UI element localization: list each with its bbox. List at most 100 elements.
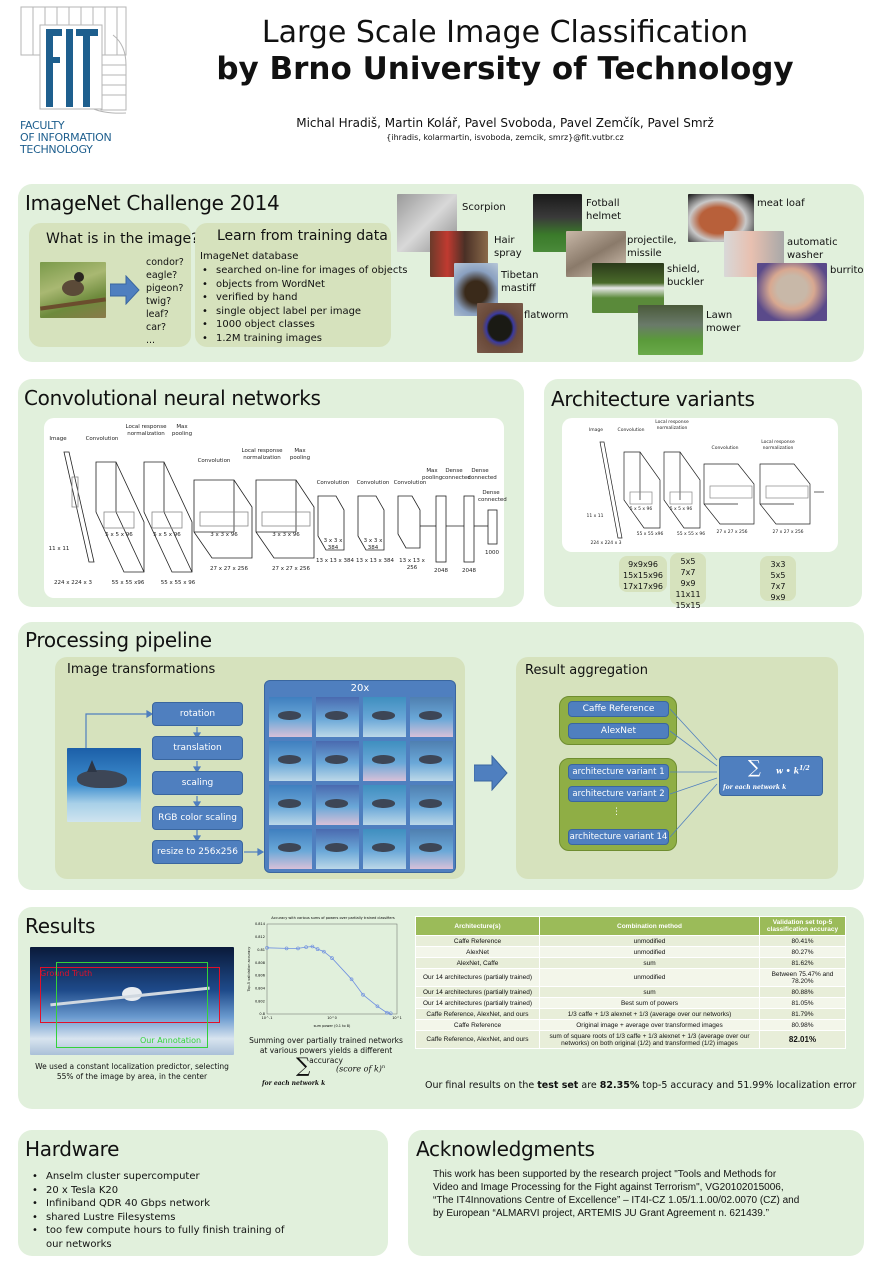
table-row: Our 14 architectures (partially trained)… xyxy=(415,986,846,998)
guess-item: car? xyxy=(146,322,166,333)
learn-bullet: searched on-line for images of objects xyxy=(200,264,408,278)
table-cell: 1/3 caffe + 1/3 alexnet + 1/3 (average o… xyxy=(539,1008,760,1020)
example-label: Hair spray xyxy=(494,235,522,259)
logo-caption-line: OF INFORMATION xyxy=(20,131,112,144)
final-results: Our final results on the test set are 82… xyxy=(425,1080,856,1092)
example-photo-burrito xyxy=(757,263,827,321)
network-label: Caffe Reference xyxy=(582,704,655,714)
chart-data-point xyxy=(385,1010,389,1015)
example-label: automatic washer xyxy=(787,237,838,261)
step-rgb-scaling: RGB color scaling xyxy=(152,806,243,830)
cnn-label-k6: 3 x 3 x 384 xyxy=(323,538,343,551)
y-tick-label: 0.81 xyxy=(257,948,265,952)
pipeline-title: Processing pipeline xyxy=(25,628,212,652)
example-label: flatworm xyxy=(524,310,569,321)
title-line-2: by Brno University of Technology xyxy=(216,51,794,87)
variant-option: 9x9 xyxy=(770,593,786,602)
cnn-label-n2: 2048 xyxy=(462,568,476,574)
authors: Michal Hradiš, Martin Kolář, Pavel Svobo… xyxy=(296,116,714,130)
formula-subscript: for each network k xyxy=(723,784,787,791)
variant-option: 9x9 xyxy=(680,579,696,588)
guess-list: condor? eagle? pigeon? twig? leaf? car? … xyxy=(146,256,184,347)
chart-data-point xyxy=(375,1004,380,1009)
network-variant-1: architecture variant 1 xyxy=(568,764,669,780)
learn-bullet: single object label per image xyxy=(200,305,408,319)
table-cell: AlexNet xyxy=(415,946,540,958)
x-tick-label: 10^1 xyxy=(392,1016,402,1020)
table-cell: Best sum of powers xyxy=(539,997,760,1009)
step-label: scaling xyxy=(181,778,214,788)
guess-item: eagle? xyxy=(146,270,178,281)
y-tick-label: 0.806 xyxy=(255,974,265,978)
variant-group-lrn: 3x3 5x5 7x7 9x9 xyxy=(760,556,796,602)
example-label: shield, buckler xyxy=(667,264,705,288)
chart-data-point xyxy=(296,946,300,951)
cnn-label-n1: 2048 xyxy=(434,568,448,574)
variant-option: 3x3 xyxy=(770,560,786,569)
cnn-label-conv1: Convolution xyxy=(85,436,119,442)
chart-data-point xyxy=(349,977,354,982)
ground-truth-label: Ground Truth xyxy=(40,969,93,978)
learn-bullets: searched on-line for images of objects o… xyxy=(200,264,408,345)
column-header: Combination method xyxy=(539,916,760,936)
chart-data-point xyxy=(322,949,326,954)
example-label: Tibetan mastiff xyxy=(501,270,539,294)
variant-option: 5x5 xyxy=(680,557,696,566)
learn-intro: ImageNet database xyxy=(200,251,299,262)
cnn-label-k5: 3 x 3 x 96 xyxy=(272,532,300,538)
table-cell: Caffe Reference, AlexNet, and ours xyxy=(415,1008,540,1020)
big-arrow-right-icon xyxy=(474,755,508,791)
bird-photo xyxy=(40,262,106,318)
cnn-label-pool3: Max pooling xyxy=(422,468,443,481)
table-row: Our 14 architectures (partially trained)… xyxy=(415,968,846,987)
augmented-thumbnail xyxy=(269,785,312,825)
table-cell: unmodified xyxy=(539,935,760,947)
pipeline-connectors xyxy=(85,709,265,857)
table-cell: Between 75.47% and 78.20% xyxy=(759,968,846,987)
final-prefix: Our final results on the xyxy=(425,1080,538,1091)
variant-option: 17x17x96 xyxy=(622,582,663,591)
cnn-label-k2: 5 x 5 x 96 xyxy=(105,532,133,538)
variant-option: 5x5 xyxy=(770,571,786,580)
cnn-label-lrn2: Local response normalization xyxy=(241,448,283,461)
table-cell: 80.27% xyxy=(759,946,846,958)
variant-label-conv1: Convolution xyxy=(617,428,645,433)
augmented-thumbnail xyxy=(363,697,406,737)
table-cell: 82.01% xyxy=(759,1030,846,1049)
augmented-thumbnail xyxy=(316,697,359,737)
localization-caption: We used a constant localization predicto… xyxy=(35,1062,229,1081)
learn-bullet: objects from WordNet xyxy=(200,278,408,292)
cnn-label-d2: 55 x 55 x 96 xyxy=(160,580,196,586)
results-formula-exp: n xyxy=(381,1064,386,1070)
augmented-thumbnail xyxy=(410,829,453,869)
learn-bullet: verified by hand xyxy=(200,291,408,305)
chart-caption: Summing over partially trained networks … xyxy=(249,1036,403,1065)
hardware-item: too few compute hours to fully finish tr… xyxy=(30,1224,300,1251)
grid-count-label: 20x xyxy=(350,683,370,694)
augmented-thumbnail xyxy=(410,697,453,737)
cnn-label-fc3: Dense connected xyxy=(478,490,507,503)
guess-item: leaf? xyxy=(146,309,169,320)
variants-title: Architecture variants xyxy=(551,387,755,411)
augmented-thumbnail xyxy=(269,741,312,781)
table-cell: 81.05% xyxy=(759,997,846,1009)
example-label: Lawn mower xyxy=(706,310,741,334)
chart-data-point xyxy=(315,947,320,951)
example-photo-shield xyxy=(592,263,664,313)
chart-data-point xyxy=(310,944,315,949)
chart-data-point xyxy=(284,946,289,951)
table-row: Our 14 architectures (partially trained)… xyxy=(415,997,846,1009)
ack-text: This work has been supported by the rese… xyxy=(433,1169,800,1219)
cnn-label-pool1: Max pooling xyxy=(171,424,193,437)
cnn-label-conv5: Convolution xyxy=(393,480,427,486)
final-suffix: top-5 accuracy and 51.99% localization e… xyxy=(639,1080,857,1091)
augmented-thumbnail xyxy=(363,741,406,781)
variant-label-d1: 55 x 55 x96 xyxy=(636,532,664,537)
augmented-thumbnail xyxy=(363,785,406,825)
variant-label-lrn2: Local response normalization xyxy=(761,440,795,451)
imagenet-title: ImageNet Challenge 2014 xyxy=(25,191,280,215)
logo-caption-line: TECHNOLOGY xyxy=(20,143,93,156)
table-cell: sum xyxy=(539,957,760,969)
table-cell: Our 14 architectures (partially trained) xyxy=(415,986,540,998)
